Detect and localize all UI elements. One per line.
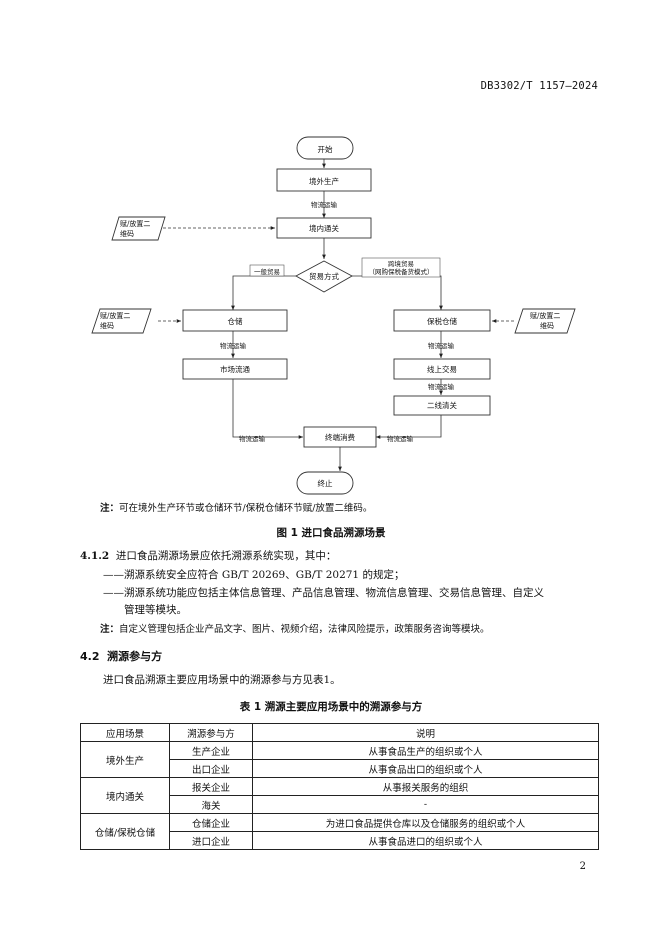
party-cell: 海关 <box>169 795 253 814</box>
party-cell: 进口企业 <box>169 831 253 850</box>
end-consumption-step: 终端消费 <box>325 432 355 442</box>
assign-qr-input: 维码 <box>120 229 134 238</box>
party-cell: 生产企业 <box>169 741 253 760</box>
online-trade-step: 线上交易 <box>427 364 457 374</box>
desc-cell: 从事食品生产的组织或个人 <box>252 741 599 760</box>
logistics-label: 物流运输 <box>428 341 455 350</box>
document-code: DB3302/T 1157—2024 <box>480 80 598 92</box>
header-cell: 应用场景 <box>80 723 170 742</box>
domestic-customs-step: 境内通关 <box>309 223 339 233</box>
desc-cell: - <box>252 795 599 814</box>
page-number: 2 <box>579 861 586 872</box>
figure-note: 注：可在境外生产环节或仓储环节/保税仓储环节赋/放置二维码。 <box>100 500 372 514</box>
section-number: 4.2 <box>80 650 100 663</box>
section-paragraph: 进口食品溯源主要应用场景中的溯源参与方见表1。 <box>103 674 341 686</box>
desc-cell: 从事食品出口的组织或个人 <box>252 759 599 778</box>
header-cell: 溯源参与方 <box>169 723 253 742</box>
scene-cell: 境外生产 <box>80 741 170 778</box>
figure-caption: 图 1 进口食品溯源场景 <box>276 527 386 539</box>
start-terminal: 开始 <box>318 144 333 154</box>
logistics-label: 物流运输 <box>428 382 455 391</box>
participants-table: 应用场景 溯源参与方 说明 境外生产 生产企业 从事食品生产的组织或个人 出口企… <box>80 723 599 850</box>
clause-text: 进口食品溯源场景应依托溯源系统实现，其中： <box>115 550 337 562</box>
assign-qr-input: 维码 <box>540 321 554 330</box>
market-circulation-step: 市场流通 <box>220 364 250 374</box>
party-cell: 报关企业 <box>169 777 253 796</box>
table-caption: 表 1 溯源主要应用场景中的溯源参与方 <box>239 701 423 713</box>
note-label: 注： <box>100 624 120 635</box>
cross-border-label-box <box>361 257 441 278</box>
trade-mode-decision: 贸易方式 <box>309 271 339 281</box>
header-cell: 说明 <box>252 723 599 742</box>
assign-qr-input: 赋/放置二 <box>530 311 560 320</box>
table-row: 海关 - <box>81 795 599 814</box>
clause-number: 4.1.2 <box>80 550 110 562</box>
party-cell: 出口企业 <box>169 759 253 778</box>
clause-4-1-2: 4.1.2 进口食品溯源场景应依托溯源系统实现，其中： <box>80 547 336 565</box>
assign-qr-input: 赋/放置二 <box>120 219 150 228</box>
note-text: 可在境外生产环节或仓储环节/保税仓储环节赋/放置二维码。 <box>119 503 373 514</box>
logistics-label: 物流运输 <box>220 341 247 350</box>
list-item-continuation: 管理等模块。 <box>124 604 187 616</box>
desc-cell: 从事食品进口的组织或个人 <box>252 831 599 850</box>
assign-qr-input: 维码 <box>100 321 114 330</box>
desc-cell: 为进口食品提供仓库以及仓储服务的组织或个人 <box>252 813 599 832</box>
section-title: 溯源参与方 <box>107 650 163 663</box>
cross-border-label: 跨境贸易 <box>388 259 414 268</box>
scene-cell: 境内通关 <box>80 777 170 814</box>
table-row: 出口企业 从事食品出口的组织或个人 <box>81 759 599 778</box>
list-item: ——溯源系统功能应包括主体信息管理、产品信息管理、物流信息管理、交易信息管理、自… <box>103 587 544 599</box>
end-terminal: 终止 <box>318 478 333 488</box>
section-heading: 4.2 溯源参与方 <box>80 648 162 664</box>
import-food-traceability-flowchart: 开始 境外生产 境内通关 贸易方式 仓储 保税仓储 市场流通 线上交易 二线清关… <box>91 136 576 495</box>
logistics-label: 物流运输 <box>311 200 338 209</box>
table-row: 境外生产 生产企业 从事食品生产的组织或个人 <box>80 741 599 778</box>
bonded-warehouse-step: 保税仓储 <box>427 316 457 326</box>
general-trade-label: 一般贸易 <box>254 267 280 276</box>
cross-border-label-sub: （网购保税备货模式） <box>369 267 434 276</box>
assign-qr-input: 赋/放置二 <box>100 311 130 320</box>
desc-cell: 从事报关服务的组织 <box>252 777 599 796</box>
general-trade-label-box <box>249 264 285 277</box>
warehouse-step: 仓储 <box>228 316 243 326</box>
scene-cell: 仓储/保税仓储 <box>80 813 170 850</box>
second-line-clearance-step: 二线清关 <box>427 400 457 410</box>
logistics-label: 物流运输 <box>239 434 266 443</box>
party-cell: 仓储企业 <box>169 813 253 832</box>
note-label: 注： <box>100 503 120 514</box>
note-text: 自定义管理包括企业产品文字、图片、视频介绍，法律风险提示，政策服务咨询等模块。 <box>119 624 490 635</box>
list-item: ——溯源系统安全应符合 GB/T 20269、GB/T 20271 的规定； <box>103 569 405 581</box>
table-row: 仓储/保税仓储 仓储企业 为进口食品提供仓库以及仓储服务的组织或个人 <box>80 813 599 850</box>
overseas-production-step: 境外生产 <box>309 176 339 186</box>
table-row: 进口企业 从事食品进口的组织或个人 <box>81 831 599 850</box>
logistics-label: 物流运输 <box>387 434 414 443</box>
table-header-row: 应用场景 溯源参与方 说明 <box>80 723 599 742</box>
clause-note: 注：自定义管理包括企业产品文字、图片、视频介绍，法律风险提示，政策服务咨询等模块… <box>100 621 490 635</box>
table-row: 境内通关 报关企业 从事报关服务的组织 <box>80 777 599 814</box>
